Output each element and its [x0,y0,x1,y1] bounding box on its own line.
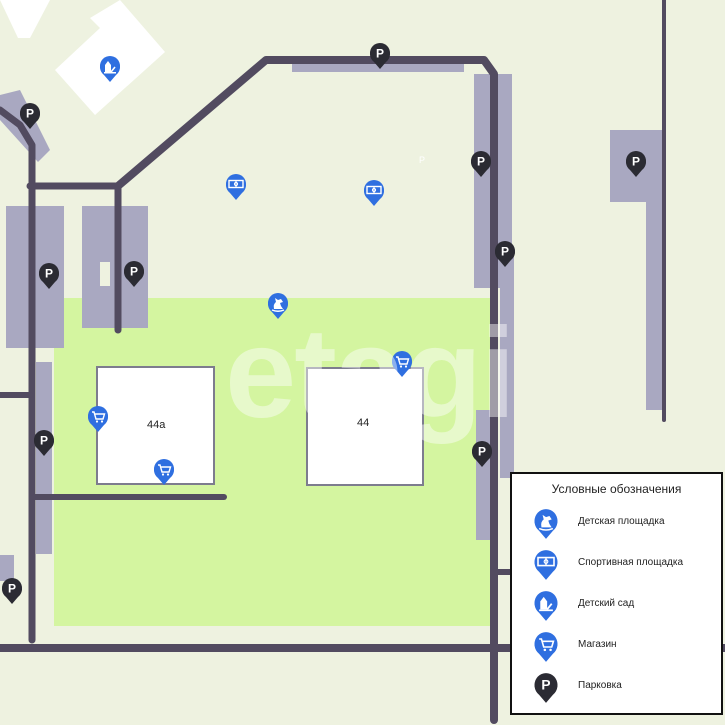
legend-item-kindergarten: Детский сад [532,590,722,622]
stray-label: P [419,155,426,165]
legend-item-label: Магазин [578,639,617,650]
sports-ground-icon [532,549,560,581]
legend-title: Условные обозначения [551,482,682,496]
building-44a-label: 44а [147,419,166,431]
legend-item-parking: Парковка [532,672,722,704]
legend-panel: Условные обозначения Детская площадка Сп… [510,472,723,715]
legend-item-playground: Детская площадка [532,508,722,540]
legend-item-label: Детская площадка [578,516,665,527]
legend-item-label: Парковка [578,680,622,691]
legend-item-label: Спортивная площадка [578,557,683,568]
legend-item-sports-ground: Спортивная площадка [532,549,722,581]
watermark: etagi [225,302,516,445]
legend-item-label: Детский сад [578,598,635,609]
building-44-label: 44 [357,417,370,429]
playground-icon [532,508,560,540]
legend-item-shop: Магазин [532,631,722,663]
shop-icon [532,631,560,663]
building-44[interactable] [306,367,424,486]
parking-icon [532,672,560,704]
kindergarten-icon [532,590,560,622]
